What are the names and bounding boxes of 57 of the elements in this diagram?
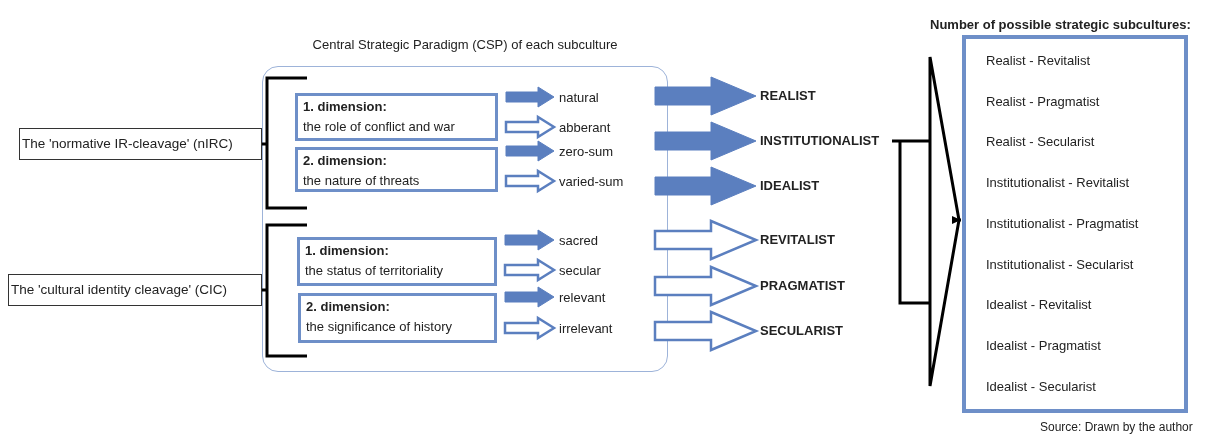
cleavage-label: The 'normative IR-cleavage' (nIRC) [22, 136, 233, 151]
subculture-type: IDEALIST [760, 177, 890, 195]
dimension-description: the role of conflict and war [303, 119, 455, 134]
cleavage-label: The 'cultural identity cleavage' (CIC) [11, 282, 227, 297]
value-text: relevant [559, 289, 629, 307]
dimension-heading: 2. dimension: [303, 153, 387, 168]
block-arrow [504, 229, 555, 251]
block-arrow [503, 315, 557, 341]
label-box [19, 128, 262, 160]
dimension-heading: 1. dimension: [303, 99, 387, 114]
block-arrow [654, 166, 757, 206]
list-entry: Institutionalist - Revitalist [986, 175, 1130, 191]
value-text: sacred [559, 232, 629, 250]
list-entry: Realist - Secularist [986, 134, 1095, 150]
dimension-description: the nature of threats [303, 173, 420, 188]
block-arrow [504, 168, 557, 194]
block-arrow [505, 86, 555, 108]
list-entry: Institutionalist - Secularist [986, 256, 1134, 272]
block-arrow [504, 286, 555, 308]
block-arrow [654, 76, 757, 116]
panel-heading: Central Strategic Paradigm (CSP) of each subculture [311, 37, 619, 52]
block-arrow [653, 265, 760, 307]
value-text: irrelevant [559, 320, 629, 338]
dimension-box [295, 93, 498, 141]
dimension-box [298, 293, 497, 343]
block-arrow [505, 140, 555, 162]
dimension-heading: 2. dimension: [306, 299, 390, 314]
value-text: abberant [559, 119, 629, 137]
dimension-description: the significance of history [306, 319, 452, 334]
subculture-type: REALIST [760, 87, 890, 105]
dimension-box [297, 237, 497, 286]
caption: Source: Drawn by the author [1040, 420, 1193, 435]
subculture-type: SECULARIST [760, 322, 890, 340]
block-arrow [653, 310, 760, 352]
dimension-description: the status of territoriality [305, 263, 443, 278]
label-box [8, 274, 262, 306]
value-text: natural [559, 89, 629, 107]
list-entry: Realist - Revitalist [986, 53, 1091, 68]
value-text: zero-sum [559, 143, 629, 161]
block-arrow [504, 114, 557, 140]
block-arrow [653, 219, 760, 261]
value-text: secular [559, 262, 629, 280]
list-entry: Institutionalist - Pragmatist [986, 215, 1139, 231]
value-text: varied-sum [559, 173, 629, 191]
chevron-arrow [890, 55, 963, 388]
subculture-type: PRAGMATIST [760, 277, 890, 295]
block-arrow [654, 121, 757, 161]
list-heading: Number of possible strategic subcultures: [930, 17, 1191, 32]
dimension-heading: 1. dimension: [305, 243, 389, 258]
dimension-box [295, 147, 498, 192]
block-arrow [503, 257, 557, 283]
subculture-type: REVITALIST [760, 231, 890, 249]
list-entry: Idealist - Pragmatist [986, 337, 1101, 353]
list-entry: Idealist - Secularist [986, 378, 1096, 394]
subculture-type: INSTITUTIONALIST [760, 132, 890, 150]
list-entry: Idealist - Revitalist [986, 297, 1092, 313]
list-entry: Realist - Pragmatist [986, 93, 1100, 109]
